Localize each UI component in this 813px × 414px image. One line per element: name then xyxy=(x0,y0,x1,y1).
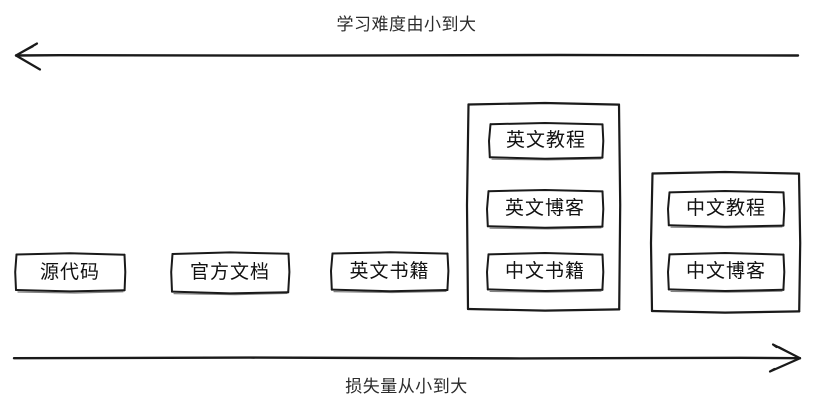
node-chinese-tutorial[interactable]: 中文教程 xyxy=(668,191,784,226)
node-label: 英文教程 xyxy=(505,129,586,151)
node-english-books[interactable]: 英文书籍 xyxy=(331,252,448,290)
node-label: 英文博客 xyxy=(504,197,585,219)
node-english-blog[interactable]: 英文博客 xyxy=(487,190,603,227)
node-source-code[interactable]: 源代码 xyxy=(15,253,125,291)
node-chinese-blog[interactable]: 中文博客 xyxy=(668,253,784,290)
node-label: 中文博客 xyxy=(685,260,766,282)
node-chinese-books[interactable]: 中文书籍 xyxy=(487,253,603,290)
top-axis-arrow xyxy=(14,42,800,71)
node-official-docs[interactable]: 官方文档 xyxy=(171,252,289,292)
node-english-tutorial[interactable]: 英文教程 xyxy=(489,123,603,158)
node-label: 英文书籍 xyxy=(349,259,430,282)
node-label: 源代码 xyxy=(39,260,100,283)
bottom-axis-caption: 损失量从小到大 xyxy=(345,377,468,397)
node-label: 中文书籍 xyxy=(504,260,585,282)
bottom-axis-arrow xyxy=(12,343,802,373)
node-label: 官方文档 xyxy=(189,260,270,283)
node-label: 中文教程 xyxy=(685,197,766,219)
top-axis-caption: 学习难度由小到大 xyxy=(336,15,477,35)
